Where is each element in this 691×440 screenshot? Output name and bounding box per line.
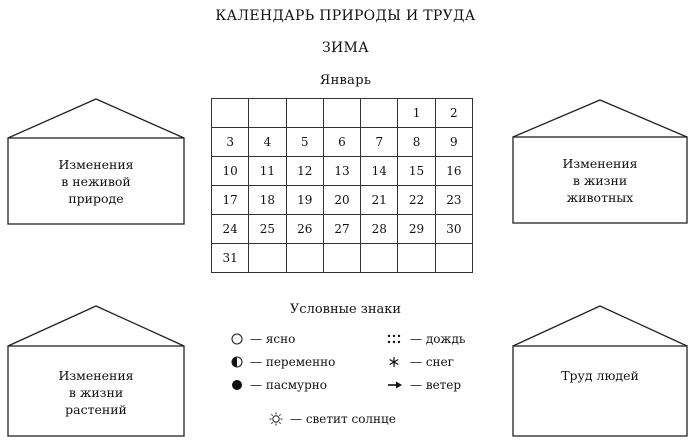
legend-item-variable: — переменно: [230, 355, 335, 369]
calendar-day-cell: 3: [210, 127, 250, 157]
house-label-line: Изменения: [58, 368, 134, 383]
calendar-day-cell: 26: [285, 214, 324, 244]
calendar-day-cell: 20: [322, 185, 362, 215]
legend-item-overcast: — пасмурно: [230, 378, 327, 392]
house-label-line: в неживой: [61, 174, 131, 189]
legend-title: Условные знаки: [289, 302, 402, 317]
calendar-day-cell: 2: [434, 98, 474, 128]
calendar-day-cell: 24: [210, 214, 250, 244]
house-label: Изменения в жизни животных: [514, 155, 686, 206]
house-label-line: Изменения: [562, 156, 638, 171]
house-label-line: Труд людей: [561, 368, 639, 383]
calendar-day-cell: 12: [285, 156, 324, 186]
house-label: Изменения в неживой природе: [9, 156, 183, 207]
calendar-day-cell: [434, 243, 474, 273]
calendar-day-cell: [285, 243, 324, 273]
house-label-line: природе: [68, 191, 124, 206]
legend-label: — ветер: [410, 378, 462, 392]
house-plants: Изменения в жизни растений: [7, 305, 185, 438]
filled-circle-icon: [230, 378, 246, 392]
house-nonliving-nature: Изменения в неживой природе: [7, 98, 185, 226]
calendar-day-cell: [248, 98, 287, 128]
house-outline-icon: [512, 305, 688, 437]
arrow-right-icon: [386, 378, 406, 392]
calendar-day-cell: 16: [434, 156, 474, 186]
house-label: Труд людей: [514, 367, 686, 384]
house-label-line: Изменения: [58, 157, 134, 172]
calendar-day-cell: 13: [322, 156, 362, 186]
half-filled-circle-icon: [230, 355, 246, 369]
calendar-day-cell: 9: [434, 127, 474, 157]
calendar-day-cell: 31: [210, 243, 250, 273]
house-outline-icon: [7, 98, 185, 225]
dots-icon: [386, 332, 406, 346]
legend-label: — дождь: [410, 332, 466, 346]
month-title: Январь: [319, 73, 372, 88]
calendar-day-cell: 27: [322, 214, 362, 244]
calendar-day-cell: [397, 243, 436, 273]
calendar-day-cell: [322, 243, 362, 273]
calendar-day-cell: 7: [360, 127, 399, 157]
legend-item-wind: — ветер: [386, 378, 461, 392]
sun-icon: [268, 412, 286, 426]
calendar-day-cell: 17: [210, 185, 250, 215]
house-outline-icon: [512, 99, 688, 224]
calendar-day-cell: [360, 98, 399, 128]
calendar-day-cell: 4: [248, 127, 287, 157]
calendar-day-cell: 23: [434, 185, 474, 215]
snowflake-icon: [386, 355, 406, 369]
calendar-day-cell: 29: [397, 214, 436, 244]
legend-item-clear: — ясно: [230, 332, 295, 346]
house-label-line: в жизни: [572, 173, 628, 188]
legend-label: — снег: [410, 355, 454, 369]
calendar-day-cell: [360, 243, 399, 273]
house-outline-icon: [7, 305, 185, 437]
calendar-day-cell: 30: [434, 214, 474, 244]
calendar-day-cell: [322, 98, 362, 128]
season-title: ЗИМА: [321, 40, 370, 56]
house-label-line: в жизни: [68, 385, 124, 400]
legend-label: — светит солнце: [290, 412, 396, 426]
calendar-day-cell: 25: [248, 214, 287, 244]
empty-circle-icon: [230, 332, 246, 346]
calendar-day-cell: 19: [285, 185, 324, 215]
calendar-day-cell: 1: [397, 98, 436, 128]
legend-label: — пасмурно: [250, 378, 327, 392]
legend-label: — переменно: [250, 355, 336, 369]
calendar-day-cell: 28: [360, 214, 399, 244]
legend-item-snow: — снег: [386, 355, 454, 369]
calendar-day-cell: 5: [285, 127, 324, 157]
house-labor: Труд людей: [512, 305, 690, 438]
page-title: КАЛЕНДАРЬ ПРИРОДЫ И ТРУДА: [215, 8, 476, 24]
calendar-day-cell: [210, 98, 250, 128]
calendar-day-cell: [248, 243, 287, 273]
calendar-day-cell: 18: [248, 185, 287, 215]
calendar-day-cell: [285, 98, 324, 128]
calendar-day-cell: 15: [397, 156, 436, 186]
calendar-day-cell: 10: [210, 156, 250, 186]
house-label: Изменения в жизни растений: [9, 367, 183, 418]
house-label-line: растений: [65, 402, 127, 417]
calendar-week-row: 31: [210, 243, 474, 273]
calendar-day-cell: 22: [397, 185, 436, 215]
house-animals: Изменения в жизни животных: [512, 99, 690, 225]
legend-item-sun: — светит солнце: [268, 412, 396, 426]
house-label-line: животных: [566, 190, 634, 205]
calendar-day-cell: 11: [248, 156, 287, 186]
calendar-day-cell: 8: [397, 127, 436, 157]
calendar-day-cell: 14: [360, 156, 399, 186]
legend-label: — ясно: [250, 332, 296, 346]
calendar-day-cell: 6: [322, 127, 362, 157]
calendar-day-cell: 21: [360, 185, 399, 215]
legend-item-rain: — дождь: [386, 332, 465, 346]
